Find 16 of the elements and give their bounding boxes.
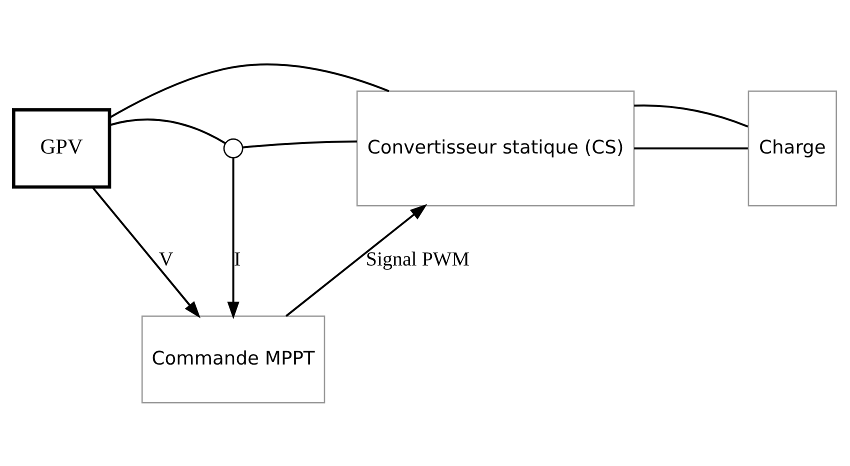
connector bbox=[634, 146, 748, 149]
connector bbox=[109, 118, 226, 144]
connector bbox=[242, 140, 357, 148]
connector bbox=[634, 104, 748, 127]
node-box: Commande MPPT bbox=[141, 314, 326, 403]
edge-label: V bbox=[158, 248, 174, 270]
node-box: GPV bbox=[12, 108, 112, 188]
arrow bbox=[286, 203, 428, 316]
node-circle bbox=[223, 138, 244, 158]
node-box: Charge bbox=[748, 90, 837, 206]
node-box: Convertisseur statique (CS) bbox=[356, 90, 635, 206]
edge-label: Signal PWM bbox=[366, 248, 470, 270]
edge-label: I bbox=[234, 248, 241, 270]
arrow bbox=[227, 158, 240, 319]
connector bbox=[109, 62, 390, 118]
arrow bbox=[92, 186, 201, 318]
